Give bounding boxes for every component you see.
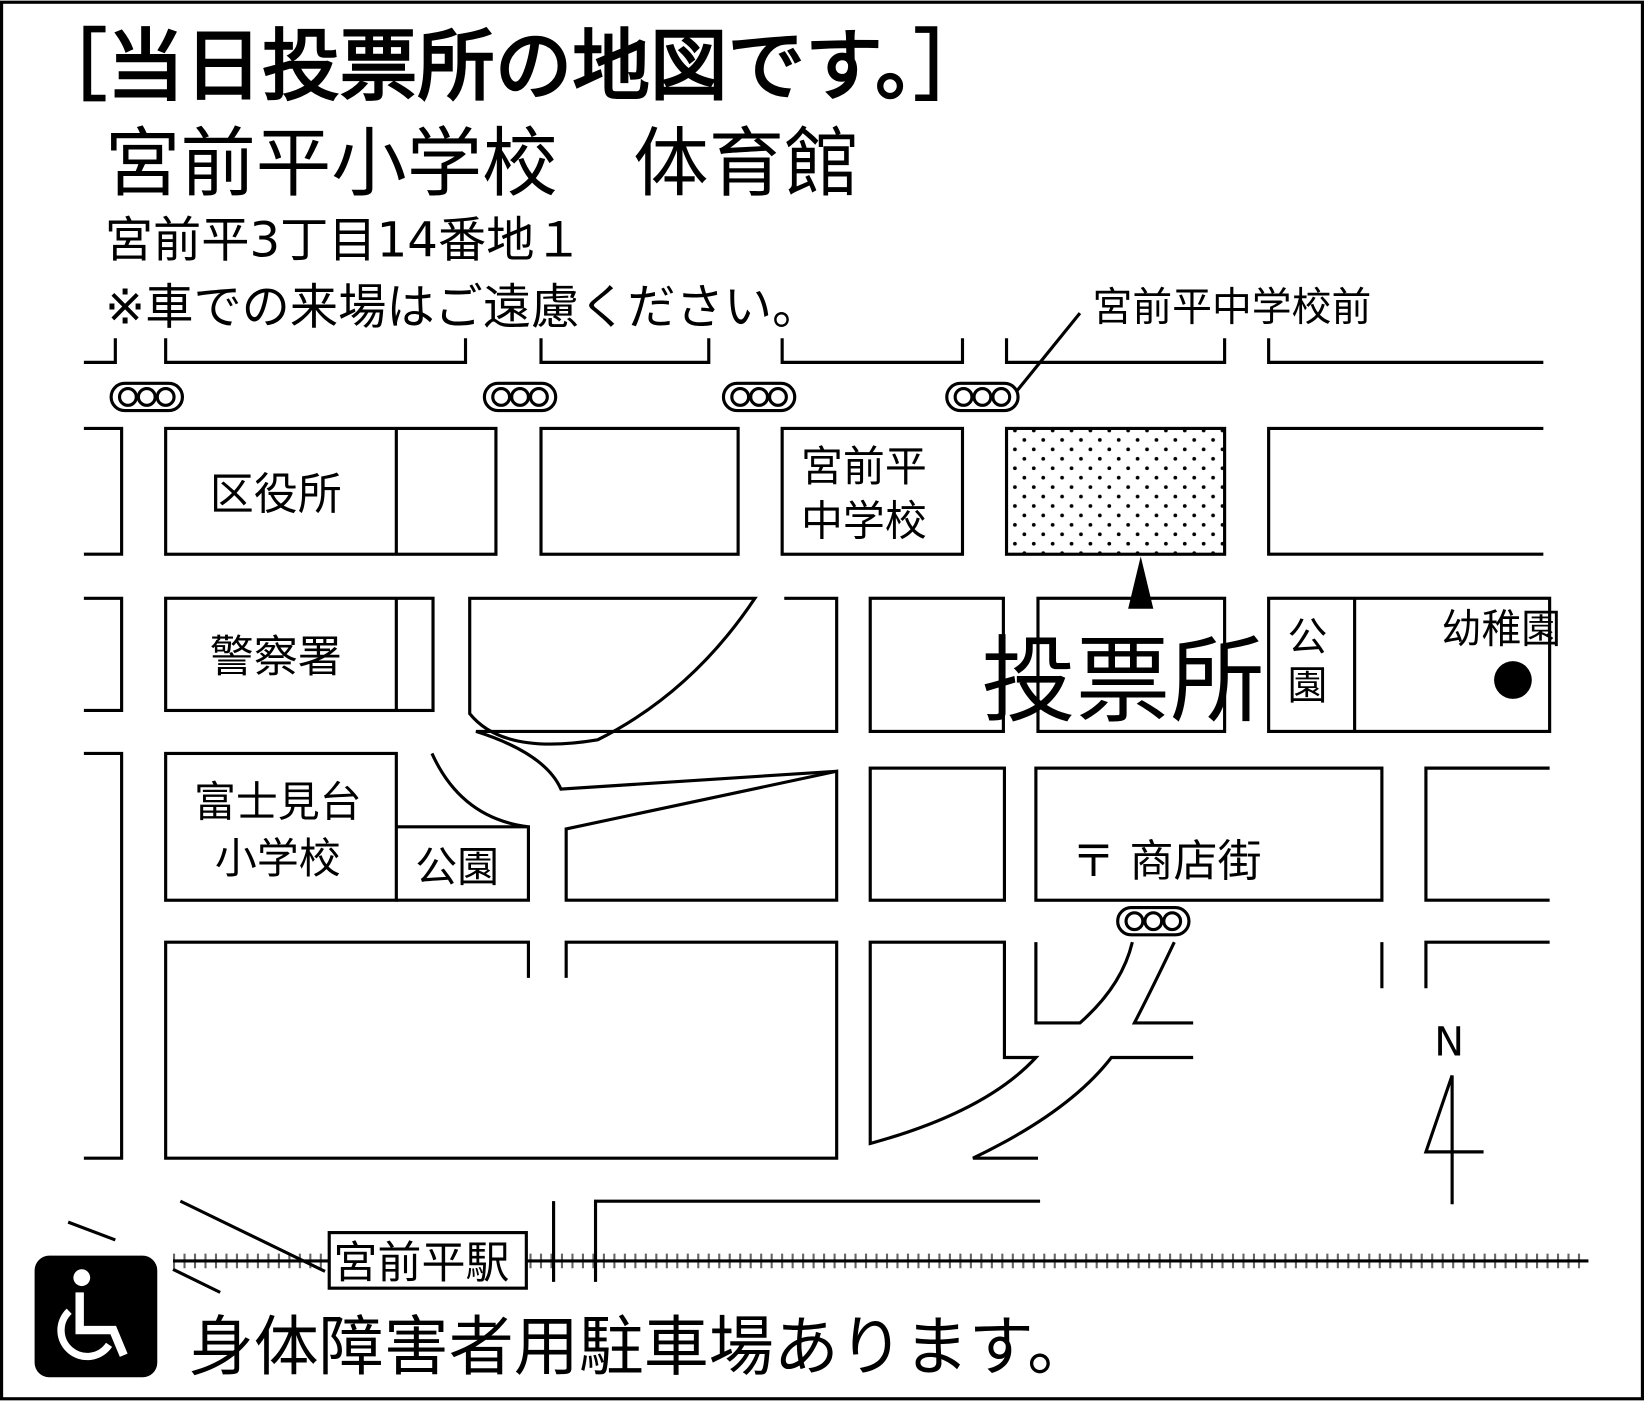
city-blocks <box>67 426 1552 1294</box>
venue-name: 宮前平小学校 体育館 <box>105 119 860 207</box>
fujimidai-school-label: 小学校 <box>215 834 341 883</box>
police-label: 警察署 <box>210 632 342 683</box>
north-label: N <box>1434 1019 1464 1065</box>
junior-high-label: 宮前平 <box>801 442 927 491</box>
ward-office-label: 区役所 <box>210 469 342 520</box>
junior-high-label: 中学校 <box>801 496 927 545</box>
north-arrow-icon <box>1423 1074 1484 1205</box>
polling-place-building <box>1004 426 1227 556</box>
kindergarten-marker <box>1494 661 1532 699</box>
kindergarten-label: 幼稚園 <box>1442 606 1561 652</box>
park-label: 園 <box>1288 663 1328 709</box>
venue-address: 宮前平3丁目14番地１ <box>105 212 583 268</box>
traffic-light-icon <box>482 381 558 413</box>
parking-notice: ※車での来場はご遠慮ください。 <box>105 280 820 336</box>
arrow-up-icon <box>1128 556 1154 609</box>
accessible-parking-note: 身体障害者用駐車場あります。 <box>189 1310 1093 1385</box>
road-edges <box>83 312 1544 403</box>
traffic-light-icon <box>721 381 797 413</box>
bus-stop-label: 宮前平中学校前 <box>1093 284 1372 330</box>
shopping-street-label: 〒 商店街 <box>1072 836 1262 887</box>
traffic-light-icon <box>1116 906 1191 937</box>
traffic-light-icon <box>945 381 1020 413</box>
wheelchair-icon <box>34 1255 158 1378</box>
fujimidai-school-label: 富士見台 <box>194 777 362 826</box>
traffic-light-icon <box>109 381 185 413</box>
park-label: 公園 <box>415 842 499 891</box>
map-title: ［当日投票所の地図です。］ <box>29 22 991 112</box>
traffic-light-icons <box>109 381 1020 413</box>
polling-place-label: 投票所 <box>981 627 1264 737</box>
station-label: 宮前平駅 <box>333 1238 509 1289</box>
station-box <box>327 1231 528 1290</box>
park-label: 公 <box>1288 615 1328 661</box>
